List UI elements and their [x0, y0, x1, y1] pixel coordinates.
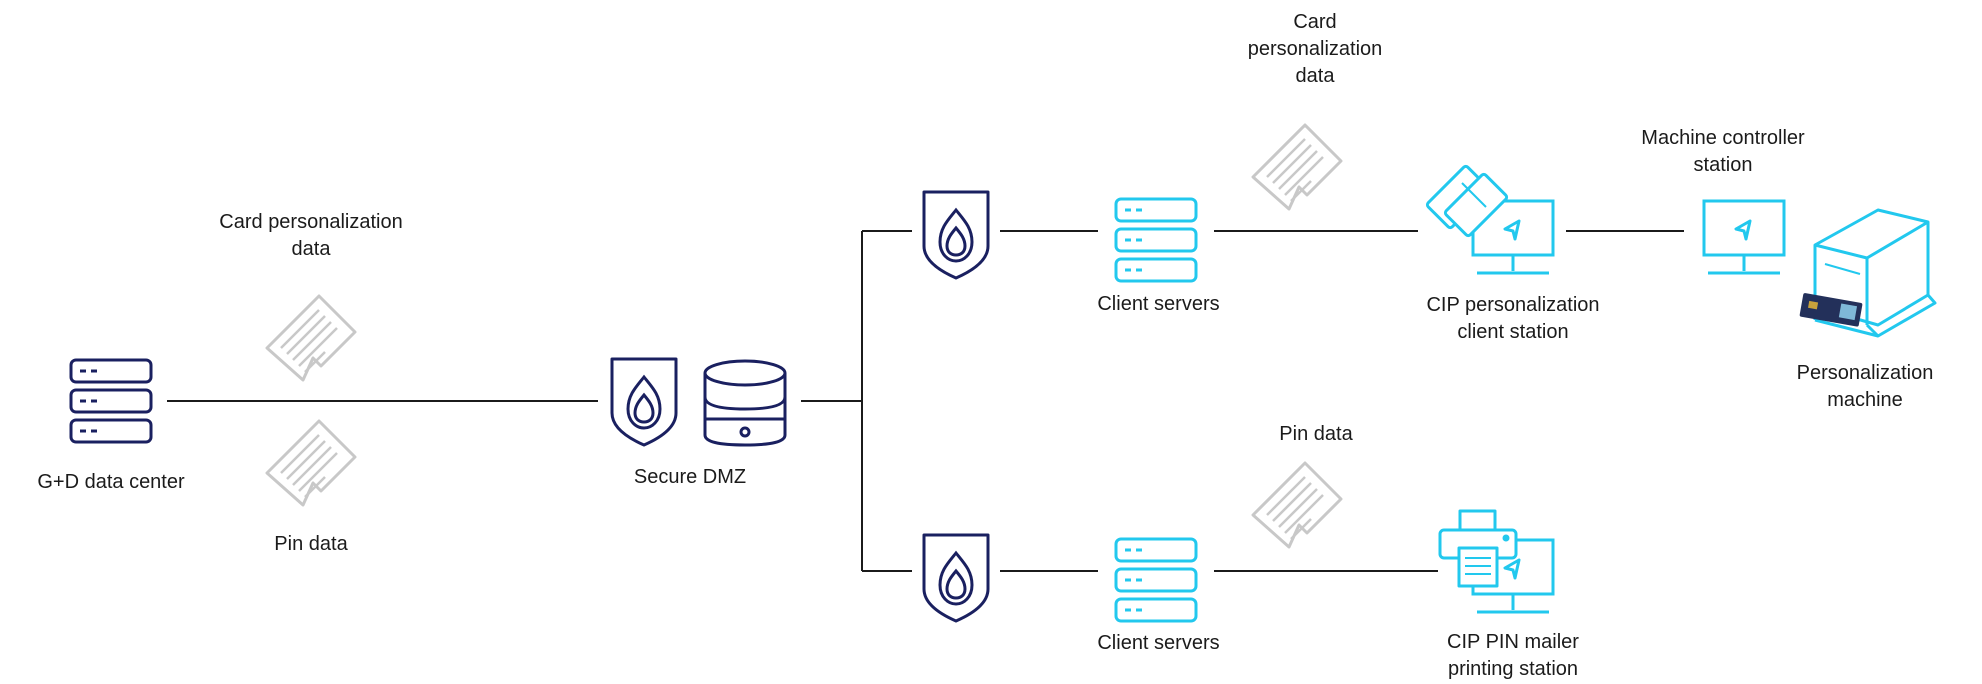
server-icon: [69, 358, 153, 444]
document-icon: [265, 294, 357, 382]
client-servers-label-top: Client servers: [1097, 293, 1220, 315]
security-shield-icon: [922, 190, 990, 280]
client-servers-label-bottom: Client servers: [1097, 632, 1220, 654]
connection-lines: [167, 230, 1684, 572]
document-icon: [265, 419, 357, 507]
card-data-label-left: Card personalization data: [219, 211, 403, 260]
security-shield-icon: [610, 357, 678, 447]
secure-dmz-label: Secure DMZ: [633, 466, 747, 488]
cip-personalization-label: CIP personalization client station: [1426, 294, 1600, 343]
document-icon: [1251, 123, 1343, 211]
printer-workstation-icon: [1438, 509, 1555, 614]
cip-pin-mailer-label: CIP PIN mailer printing station: [1447, 631, 1579, 680]
personalization-machine-label: Personalization machine: [1796, 362, 1934, 411]
pin-data-label-left: Pin data: [274, 533, 348, 555]
database-icon: [703, 359, 787, 447]
card-data-label-right: Card personalization data: [1247, 11, 1383, 87]
personalization-machine-icon: [1799, 208, 1937, 338]
workstation-with-cards-icon: [1425, 164, 1555, 275]
server-icon: [1114, 537, 1198, 623]
data-center-label: G+D data center: [37, 471, 185, 493]
server-icon: [1114, 197, 1198, 283]
workstation-icon: [1702, 199, 1786, 275]
security-shield-icon: [922, 533, 990, 623]
document-icon: [1251, 461, 1343, 549]
pin-data-label-right: Pin data: [1279, 423, 1353, 445]
machine-controller-label: Machine controller station: [1641, 127, 1805, 176]
